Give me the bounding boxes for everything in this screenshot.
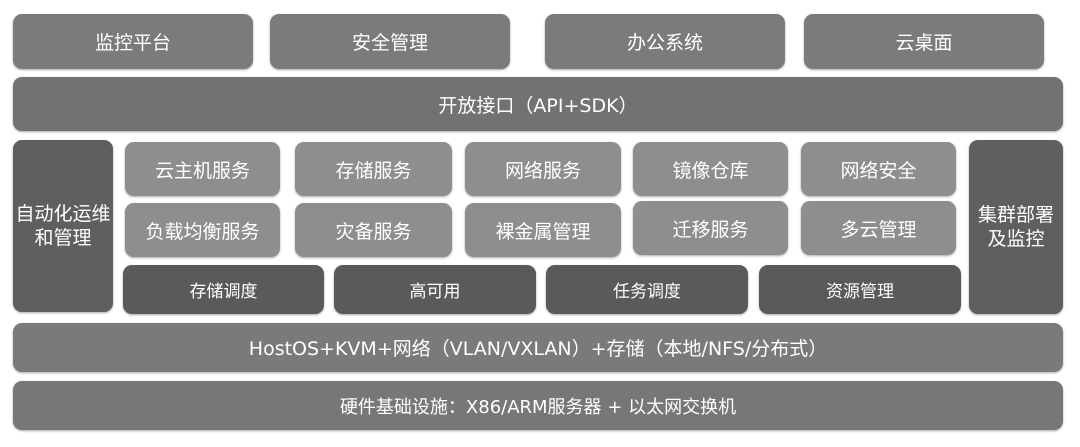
panel-label-line2: 及监控: [987, 228, 1045, 250]
automation-ops-panel: 自动化运维 和管理: [13, 140, 113, 312]
service-migration: 迁移服务: [633, 201, 788, 255]
service-label: 云主机服务: [154, 159, 250, 182]
service-storage: 存储服务: [295, 142, 452, 196]
service-multi-cloud: 多云管理: [801, 201, 956, 255]
cluster-deploy-panel: 集群部署 及监控: [969, 140, 1063, 314]
host-os-layer: HostOS+KVM+网络（VLAN/VXLAN）+存储（本地/NFS/分布式）: [13, 323, 1063, 372]
service-disaster-recovery: 灾备服务: [295, 203, 452, 257]
api-label: 开放接口（API+SDK）: [438, 94, 638, 117]
app-security-management: 安全管理: [270, 14, 510, 69]
core-label: 存储调度: [189, 282, 258, 302]
app-monitoring-platform: 监控平台: [13, 14, 253, 69]
core-label: 资源管理: [826, 282, 894, 302]
host-label: HostOS+KVM+网络（VLAN/VXLAN）+存储（本地/NFS/分布式）: [248, 338, 828, 360]
service-label: 镜像仓库: [672, 159, 749, 182]
service-load-balancing: 负载均衡服务: [125, 203, 280, 257]
service-cloud-host: 云主机服务: [125, 142, 280, 196]
core-high-availability: 高可用: [334, 265, 536, 314]
service-label: 多云管理: [840, 218, 917, 241]
service-label: 网络服务: [504, 159, 581, 182]
service-label: 迁移服务: [672, 218, 749, 241]
panel-label-line1: 自动化运维: [15, 203, 111, 225]
panel-label-line2: 和管理: [34, 227, 92, 249]
app-label: 安全管理: [351, 32, 428, 54]
app-label: 办公系统: [626, 32, 703, 54]
service-network-security: 网络安全: [801, 142, 956, 196]
core-task-scheduling: 任务调度: [546, 265, 748, 314]
core-resource-management: 资源管理: [759, 265, 961, 314]
service-label: 存储服务: [335, 159, 412, 182]
app-cloud-desktop: 云桌面: [804, 14, 1044, 69]
service-label: 网络安全: [840, 159, 917, 182]
app-label: 云桌面: [895, 32, 953, 54]
service-label: 灾备服务: [335, 220, 412, 243]
core-label: 任务调度: [613, 282, 681, 302]
panel-label-line1: 集群部署: [977, 204, 1054, 226]
service-bare-metal: 裸金属管理: [465, 203, 621, 257]
open-api-layer: 开放接口（API+SDK）: [13, 77, 1063, 131]
hardware-layer: 硬件基础设施：X86/ARM服务器 + 以太网交换机: [13, 381, 1063, 430]
service-label: 负载均衡服务: [145, 220, 260, 243]
core-label: 高可用: [409, 282, 461, 302]
app-office-system: 办公系统: [545, 14, 785, 69]
hardware-label: 硬件基础设施：X86/ARM服务器 + 以太网交换机: [339, 396, 737, 418]
service-label: 裸金属管理: [495, 220, 591, 243]
service-network: 网络服务: [465, 142, 621, 196]
core-storage-scheduling: 存储调度: [123, 265, 324, 314]
service-image-registry: 镜像仓库: [633, 142, 788, 196]
app-label: 监控平台: [94, 32, 171, 54]
